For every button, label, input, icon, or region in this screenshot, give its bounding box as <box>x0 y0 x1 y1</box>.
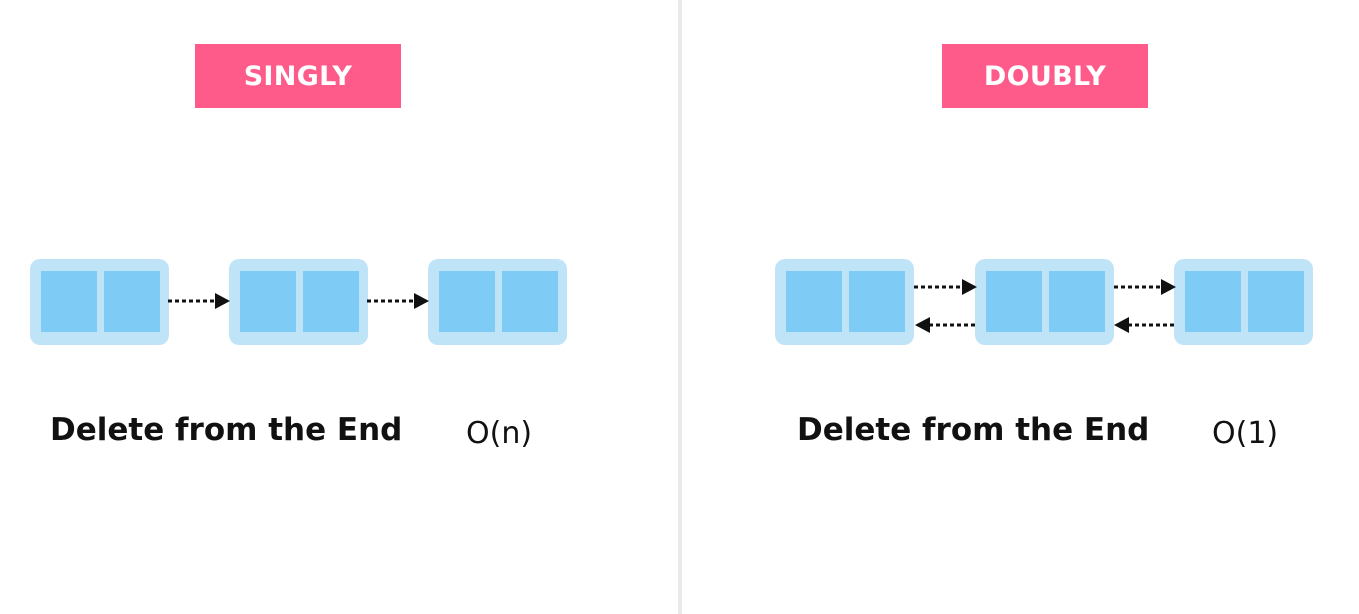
doubly-arrows <box>914 279 1176 333</box>
node-next-cell <box>1049 271 1105 332</box>
node-data-cell <box>1185 271 1241 332</box>
singly-arrow-2 <box>367 293 429 309</box>
node-data-cell <box>240 271 296 332</box>
doubly-node-2 <box>975 259 1114 345</box>
singly-complexity: O(n) <box>466 416 533 451</box>
singly-caption: Delete from the End <box>50 412 403 448</box>
doubly-node-1 <box>775 259 914 345</box>
node-data-cell <box>986 271 1042 332</box>
doubly-badge: DOUBLY <box>942 44 1148 108</box>
doubly-back-arrow-1 <box>915 317 975 333</box>
panel-divider <box>678 0 682 614</box>
node-next-cell <box>104 271 160 332</box>
singly-panel: SINGLY Delete from the End O(n) <box>0 0 678 614</box>
node-next-cell <box>502 271 558 332</box>
node-data-cell <box>786 271 842 332</box>
doubly-caption: Delete from the End <box>797 412 1150 448</box>
singly-node-3 <box>428 259 567 345</box>
singly-node-1 <box>30 259 169 345</box>
singly-arrows <box>168 293 429 309</box>
doubly-complexity: O(1) <box>1212 416 1279 451</box>
singly-node-2 <box>229 259 368 345</box>
doubly-forward-arrow-1 <box>914 279 977 295</box>
node-next-cell <box>1248 271 1304 332</box>
doubly-forward-arrow-2 <box>1114 279 1176 295</box>
singly-badge: SINGLY <box>195 44 401 108</box>
doubly-panel: DOUBLY Delete from the End O(1) <box>682 0 1359 614</box>
doubly-back-arrow-2 <box>1114 317 1174 333</box>
node-data-cell <box>439 271 495 332</box>
node-next-cell <box>303 271 359 332</box>
doubly-node-3 <box>1174 259 1313 345</box>
singly-arrow-1 <box>168 293 230 309</box>
node-data-cell <box>41 271 97 332</box>
node-next-cell <box>849 271 905 332</box>
